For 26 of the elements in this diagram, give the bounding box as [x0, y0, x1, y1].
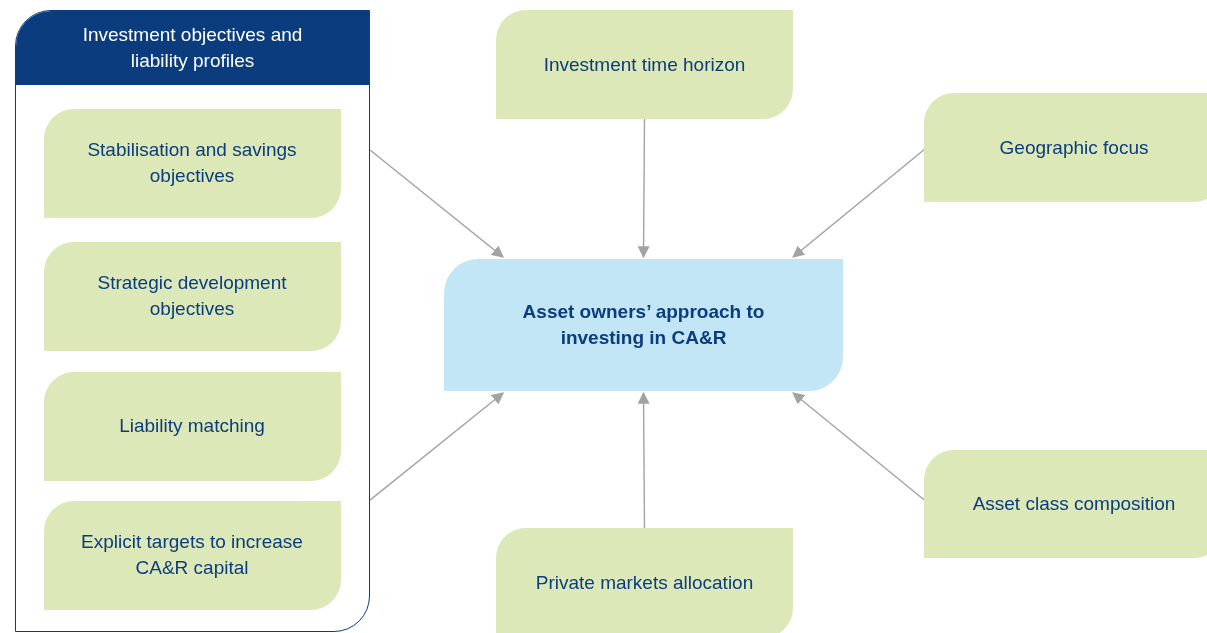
group-panel — [15, 10, 370, 632]
factor-box — [924, 93, 1207, 202]
arrow — [369, 392, 504, 501]
central-box — [444, 259, 843, 391]
arrow — [637, 391, 650, 529]
arrow — [792, 392, 925, 501]
arrow — [369, 149, 504, 258]
box-label: Strategic development objectives — [96, 271, 288, 321]
factor-box — [43, 108, 341, 218]
factor-box — [924, 450, 1207, 558]
factor-box — [496, 528, 793, 633]
box-label: Asset class composition — [972, 492, 1176, 517]
box-label: Stabilisation and savings objectives — [86, 138, 298, 188]
box-label: Investment time horizon — [543, 52, 746, 77]
factor-box — [43, 241, 341, 351]
factor-box — [43, 371, 341, 481]
box-label: Private markets allocation — [535, 571, 754, 596]
arrow — [792, 149, 925, 258]
box-label: Geographic focus — [999, 135, 1149, 160]
box-label: Liability matching — [119, 414, 265, 439]
factor-box — [496, 10, 793, 119]
box-label: Asset owners’ approach to investing in CA&R — [521, 300, 766, 350]
factor-box — [43, 500, 341, 610]
arrow — [637, 118, 650, 259]
box-label: Explicit targets to increase CA&R capital — [80, 530, 304, 580]
panel-heading: Investment objectives and liability profiles — [16, 11, 369, 85]
